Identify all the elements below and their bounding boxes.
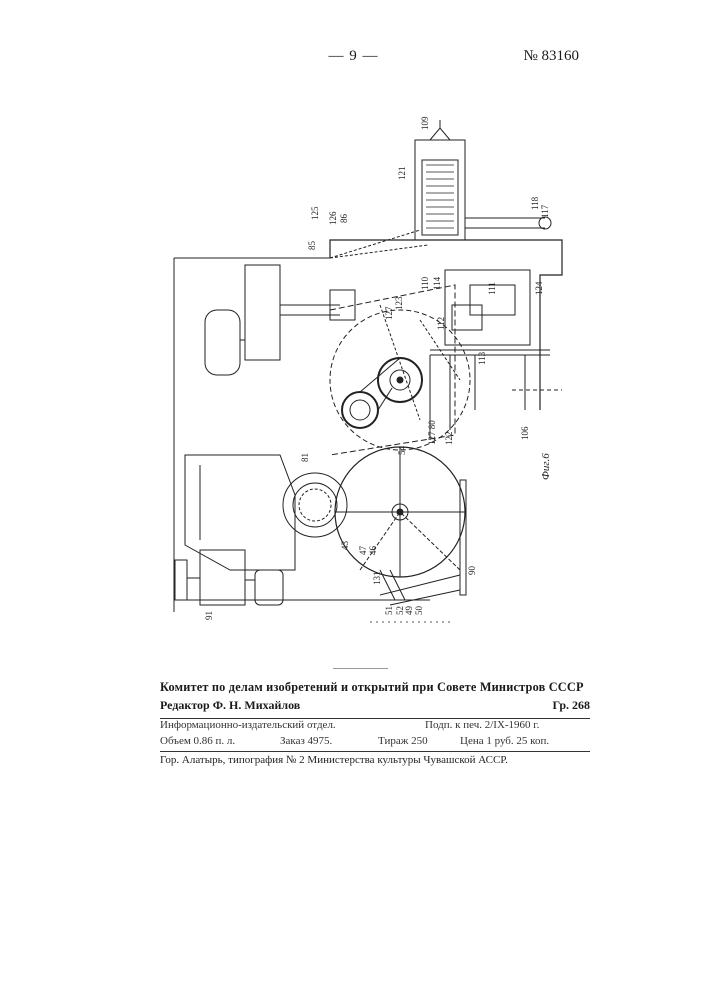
label-127-80: 127 80 [427, 420, 437, 445]
document-number: № 83160 [523, 48, 579, 65]
label-124: 124 [534, 281, 544, 295]
label-126: 126 [328, 211, 338, 225]
label-106: 106 [520, 426, 530, 440]
volume-line: Объем 0.86 п. л. Заказ 4975. Тираж 250 Ц… [160, 735, 590, 751]
label-91: 91 [204, 611, 214, 620]
label-127: 127 [384, 306, 394, 320]
label-90: 90 [467, 566, 477, 576]
divider [333, 668, 388, 669]
signed-date: Подп. к печ. 2/IX-1960 г. [425, 719, 539, 731]
label-86: 86 [339, 214, 349, 224]
label-110: 110 [420, 276, 430, 290]
label-114: 114 [432, 276, 442, 290]
info-line: Информационно-издательский отдел. Подп. … [160, 719, 590, 735]
volume: Объем 0.86 п. л. [160, 735, 235, 747]
page-number: — 9 — [0, 48, 707, 65]
label-131: 131 [372, 572, 382, 586]
label-113: 113 [477, 351, 487, 365]
editor-name: Редактор Ф. Н. Михайлов [160, 698, 300, 718]
label-122: 122 [444, 432, 454, 446]
label-117: 117 [540, 204, 550, 218]
label-54: 54 [397, 446, 407, 456]
price: Цена 1 руб. 25 коп. [460, 735, 549, 747]
info-dept: Информационно-издательский отдел. [160, 719, 336, 731]
order: Заказ 4975. [280, 735, 332, 747]
printer-line: Гор. Алатырь, типография № 2 Министерств… [160, 751, 590, 772]
label-47: 47 [358, 546, 368, 556]
label-46: 46 [368, 546, 378, 556]
label-81: 81 [300, 453, 310, 462]
label-51: 51 [384, 606, 394, 615]
colophon: Комитет по делам изобретений и открытий … [160, 676, 590, 772]
figure-label: Фиг.6 [540, 453, 552, 480]
label-123: 123 [394, 296, 404, 310]
label-109: 109 [420, 116, 430, 130]
label-121: 121 [397, 167, 407, 181]
label-111: 111 [487, 282, 497, 295]
group-number: Гр. 268 [552, 698, 590, 718]
label-85: 85 [307, 241, 317, 251]
print-run: Тираж 250 [378, 735, 428, 747]
editor-line: Редактор Ф. Н. Михайлов Гр. 268 [160, 698, 590, 719]
technical-drawing: 109 121 125 126 86 85 118 117 124 111 11… [130, 100, 580, 640]
label-118: 118 [530, 196, 540, 210]
label-49: 49 [404, 606, 414, 616]
label-43: 43 [340, 541, 350, 551]
label-125: 125 [310, 206, 320, 220]
label-50: 50 [414, 606, 424, 616]
label-112: 112 [436, 317, 446, 330]
